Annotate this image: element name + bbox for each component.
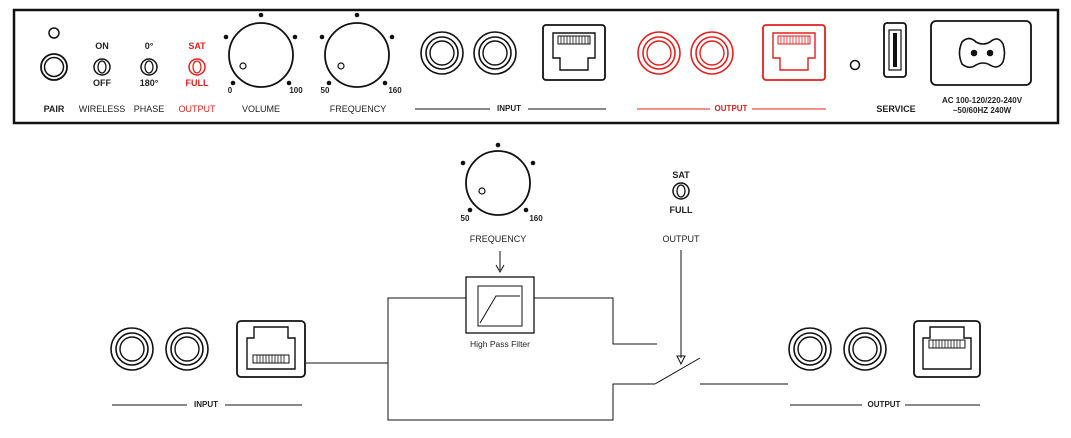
output-label: OUTPUT [178, 104, 216, 114]
input-section-label: INPUT [497, 104, 521, 113]
power-rating-line2: ~50/60HZ 240W [952, 106, 1012, 115]
status-led [849, 59, 861, 71]
diagram-output-xlr [913, 320, 981, 378]
phase-toggle[interactable] [140, 58, 158, 76]
output-rca-jack-left[interactable] [637, 31, 681, 75]
volume-min-label: 0 [227, 86, 233, 95]
output-full-label: FULL [185, 78, 209, 88]
diagram-output-rca-right [843, 327, 887, 371]
diagram-input-xlr [236, 320, 306, 378]
diagram-frequency-knob [460, 142, 536, 216]
wireless-off-label: OFF [93, 78, 111, 88]
frequency-knob[interactable] [319, 12, 395, 88]
phase-top-label: 0° [144, 41, 154, 51]
diagram-input-label: INPUT [194, 400, 218, 409]
wireless-on-label: ON [95, 41, 109, 51]
diagram-output-rca-left [788, 327, 832, 371]
frequency-arrow [495, 251, 505, 274]
input-xlr-port[interactable] [542, 24, 606, 81]
diagram-frequency-min: 50 [460, 214, 470, 223]
volume-label: VOLUME [241, 104, 281, 114]
output-rca-jack-right[interactable] [690, 31, 734, 75]
wireless-label: WIRELESS [78, 104, 126, 114]
pair-label: PAIR [43, 104, 65, 114]
diagram-output-label: OUTPUT [867, 400, 901, 409]
power-rating-line1: AC 100-120/220-240V [941, 96, 1023, 105]
signal-path [306, 250, 788, 421]
diagram-output-switch [672, 182, 690, 200]
volume-max-label: 100 [289, 86, 303, 95]
diagram-output-switch-label: OUTPUT [662, 234, 700, 244]
ac-power-inlet[interactable] [930, 20, 1032, 86]
input-rca-jack-right[interactable] [473, 31, 517, 75]
phase-label: PHASE [133, 104, 165, 114]
diagram-input-rca-left [110, 327, 154, 371]
output-toggle[interactable] [188, 58, 206, 76]
pair-led [48, 27, 60, 39]
volume-knob[interactable] [223, 12, 298, 88]
high-pass-filter-label: High Pass Filter [470, 339, 530, 349]
output-section-label: OUTPUT [714, 104, 748, 113]
high-pass-filter-block [465, 276, 535, 334]
service-label: SERVICE [876, 104, 916, 114]
pair-button[interactable] [40, 53, 68, 81]
frequency-label: FREQUENCY [329, 104, 387, 114]
output-sat-label: SAT [188, 41, 206, 51]
diagram-frequency-label: FREQUENCY [469, 234, 527, 244]
input-rca-jack-left[interactable] [420, 31, 464, 75]
diagram-input-rca-right [165, 327, 209, 371]
service-usb-port[interactable] [883, 22, 907, 78]
wireless-toggle[interactable] [93, 58, 111, 76]
frequency-min-label: 50 [320, 86, 330, 95]
diagram-switch-sat: SAT [672, 170, 690, 180]
output-xlr-port[interactable] [762, 24, 826, 81]
frequency-max-label: 160 [388, 86, 402, 95]
phase-bottom-label: 180° [139, 78, 159, 88]
diagram-switch-full: FULL [669, 205, 693, 215]
diagram-frequency-max: 160 [529, 214, 543, 223]
